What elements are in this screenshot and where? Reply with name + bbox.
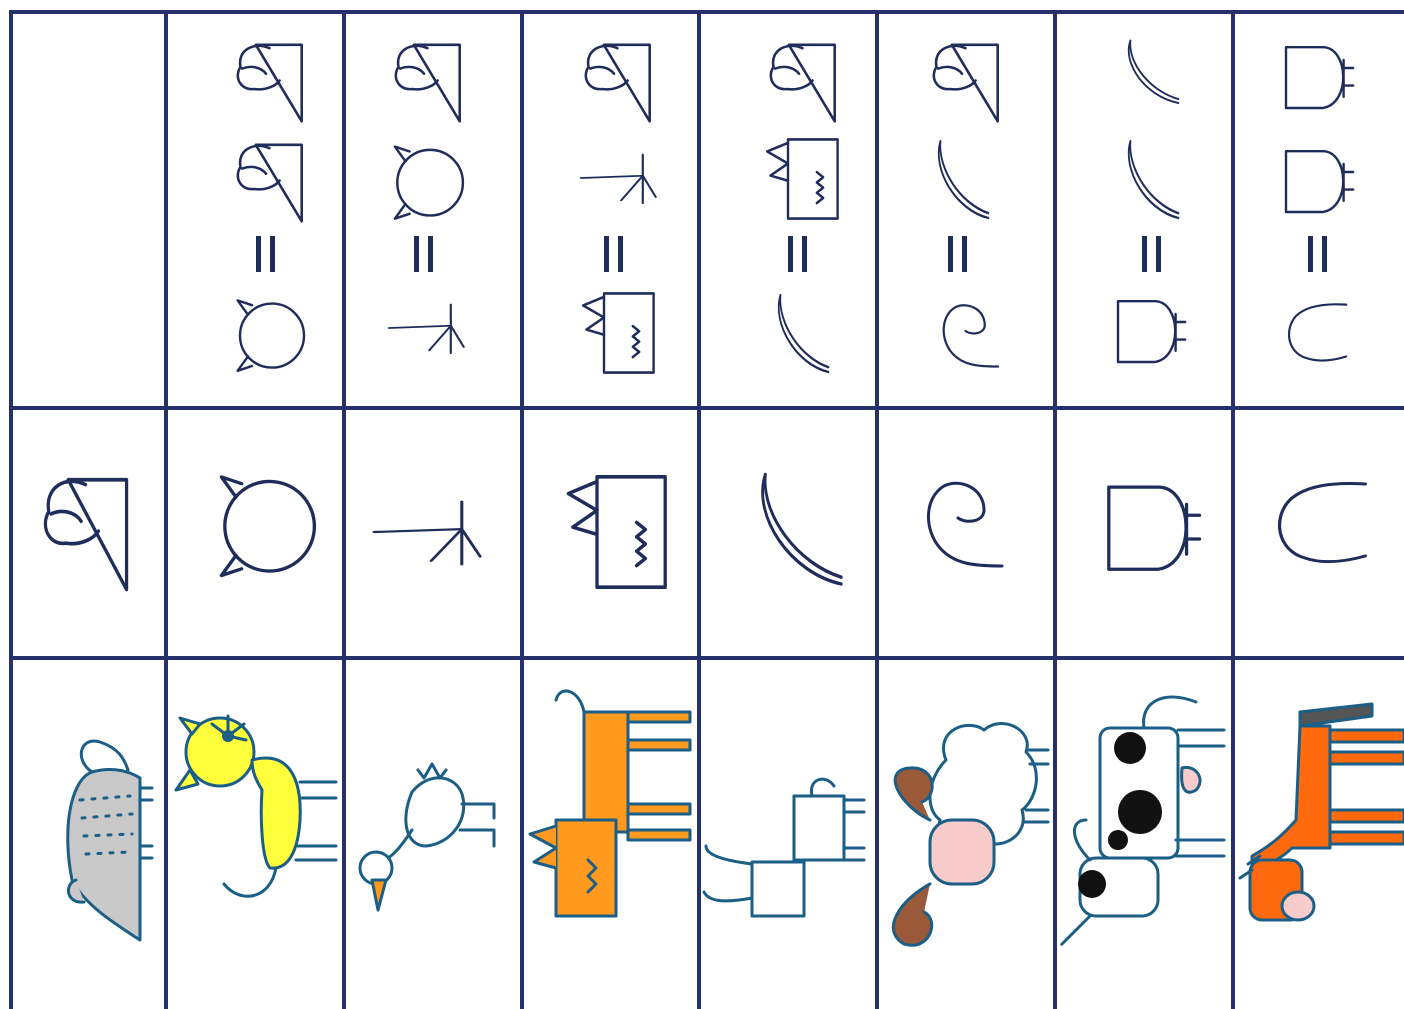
u-glyph <box>1289 304 1346 360</box>
udder-glyph <box>1118 301 1185 362</box>
fox-glyph <box>568 477 665 587</box>
horse-illustration <box>1240 704 1404 920</box>
horn-glyph <box>939 141 989 218</box>
cow-illustration <box>1062 697 1224 944</box>
equals-sign <box>414 236 433 272</box>
mouse-glyph <box>586 45 650 122</box>
mouse-glyph <box>238 145 302 222</box>
equation-6 <box>1118 41 1185 362</box>
cat-glyph <box>395 147 463 219</box>
spiral-glyph <box>928 483 1002 566</box>
goat-illustration <box>704 779 864 916</box>
equals-sign <box>604 236 623 272</box>
mouse-glyph <box>771 45 835 122</box>
equals-sign <box>1308 236 1327 272</box>
bird-glyph <box>581 154 656 203</box>
u-glyph <box>1280 484 1366 562</box>
bird-glyph <box>389 304 464 353</box>
equation-row <box>238 41 1354 373</box>
grid-lines <box>11 12 1404 1009</box>
sheep-illustration <box>893 724 1048 946</box>
equation-2 <box>389 45 464 353</box>
equals-sign <box>256 236 275 272</box>
equation-7 <box>1286 47 1353 360</box>
udder-glyph <box>1109 487 1200 569</box>
animal-row <box>68 691 1404 945</box>
equation-5 <box>934 45 998 367</box>
equals-sign <box>948 236 967 272</box>
equation-3 <box>581 45 656 373</box>
udder-glyph <box>1286 151 1353 212</box>
fox-glyph <box>583 293 653 372</box>
bird-glyph <box>374 502 480 565</box>
bird-illustration <box>360 764 494 910</box>
cat-glyph <box>238 300 304 370</box>
mouse-glyph <box>45 480 126 590</box>
mouse-glyph <box>396 45 460 122</box>
equation-1 <box>238 45 304 371</box>
mouse-glyph <box>934 45 998 122</box>
fox-illustration <box>530 691 690 916</box>
cat-illustration <box>176 716 336 896</box>
symbol-row <box>45 475 1365 590</box>
equation-4 <box>767 45 837 372</box>
horn-glyph <box>1129 41 1179 103</box>
mouse-glyph <box>238 45 302 122</box>
equals-sign <box>788 236 807 272</box>
spiral-glyph <box>944 305 998 366</box>
horn-glyph <box>779 295 829 372</box>
cat-glyph <box>221 477 314 576</box>
fox-glyph <box>767 139 837 218</box>
mouse-illustration <box>68 741 152 940</box>
udder-glyph <box>1286 47 1353 108</box>
horn-glyph <box>1129 141 1179 218</box>
equals-sign <box>1142 236 1161 272</box>
horn-glyph <box>763 475 842 584</box>
